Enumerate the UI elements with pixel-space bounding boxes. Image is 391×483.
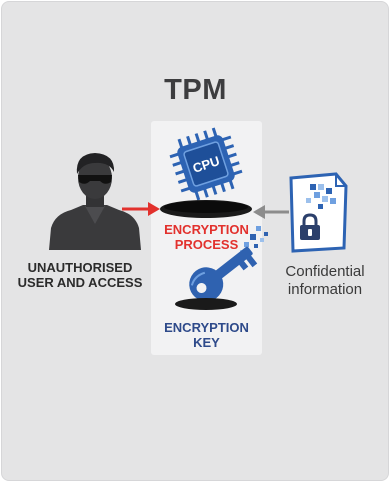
hole-icon [175, 298, 237, 310]
encryption-process-label: ENCRYPTION PROCESS [151, 222, 262, 252]
encryption-process-line2: PROCESS [174, 237, 239, 252]
cpu-label: CPU [191, 153, 222, 176]
unauthorised-line2: USER AND ACCESS [17, 275, 143, 290]
svg-text:CPU: CPU [191, 153, 222, 176]
confidential-line2: information [287, 281, 363, 298]
unauthorised-user-label: UNAUTHORISED USER AND ACCESS [10, 260, 150, 290]
cpu-chip-icon [169, 127, 243, 201]
encryption-key-line2: KEY [193, 335, 220, 350]
user-silhouette-icon [49, 153, 141, 250]
attack-arrow [122, 202, 160, 216]
encryption-process-line1: ENCRYPTION [164, 222, 249, 237]
diagram-title: TPM [164, 74, 227, 106]
encryption-key-line1: ENCRYPTION [164, 320, 249, 335]
confidential-line1: Confidential [285, 263, 365, 280]
hole-icon [160, 200, 252, 218]
unauthorised-line1: UNAUTHORISED [27, 260, 133, 275]
information-arrow [253, 205, 289, 219]
lock-icon [300, 213, 320, 240]
confidential-information-label: Confidential information [270, 263, 380, 299]
encryption-key-label: ENCRYPTION KEY [151, 320, 262, 350]
key-icon [189, 246, 258, 302]
